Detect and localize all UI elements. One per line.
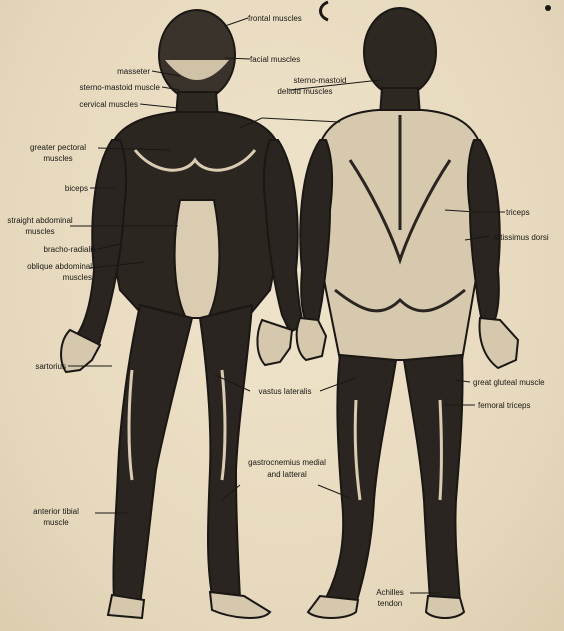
label-greater-pectoral: greater pectoral <box>15 143 101 152</box>
label-gastrocnemius: gastrocnemius medial <box>232 458 342 467</box>
label-masseter: masseter <box>60 67 150 76</box>
label-bracho-radialis: bracho-radialis <box>2 245 96 254</box>
label-deltoid-muscles: deltoid muscles <box>255 87 355 96</box>
label-cervical-muscles: cervical muscles <box>30 100 138 109</box>
label-achilles-tendon-2: tendon <box>368 599 412 608</box>
label-straight-abdominal-2: muscles <box>2 227 78 236</box>
dot-icon <box>545 5 551 11</box>
label-sterno-mastoid-front: sterno-mastoid muscle <box>30 83 160 92</box>
label-straight-abdominal: straight abdominal <box>2 216 78 225</box>
label-vastus-lateralis: vastus lateralis <box>245 387 325 396</box>
label-great-gluteal-muscle: great gluteal muscle <box>473 378 545 387</box>
label-oblique-abdominal-2: muscles <box>2 273 92 282</box>
label-anterior-tibial-2: muscle <box>18 518 94 527</box>
label-oblique-abdominal: oblique abdominal <box>2 262 92 271</box>
label-triceps: triceps <box>506 208 530 217</box>
label-greater-pectoral-2: muscles <box>15 154 101 163</box>
label-achilles-tendon: Achilles <box>368 588 412 597</box>
label-sartorius: sartorius <box>10 362 66 371</box>
label-femoral-triceps: femoral triceps <box>478 401 530 410</box>
label-latissimus-dorsi: latissimus dorsi <box>494 233 549 242</box>
label-biceps: biceps <box>30 184 88 193</box>
label-facial-muscles: facial muscles <box>250 55 300 64</box>
label-gastrocnemius-2: and latteral <box>232 470 342 479</box>
label-anterior-tibial: anterior tibial <box>18 507 94 516</box>
top-mark-icon <box>321 2 329 20</box>
back-figure <box>297 8 518 618</box>
label-frontal-muscles: frontal muscles <box>248 14 302 23</box>
label-sterno-mastoid-back: sterno-mastoid <box>270 76 370 85</box>
